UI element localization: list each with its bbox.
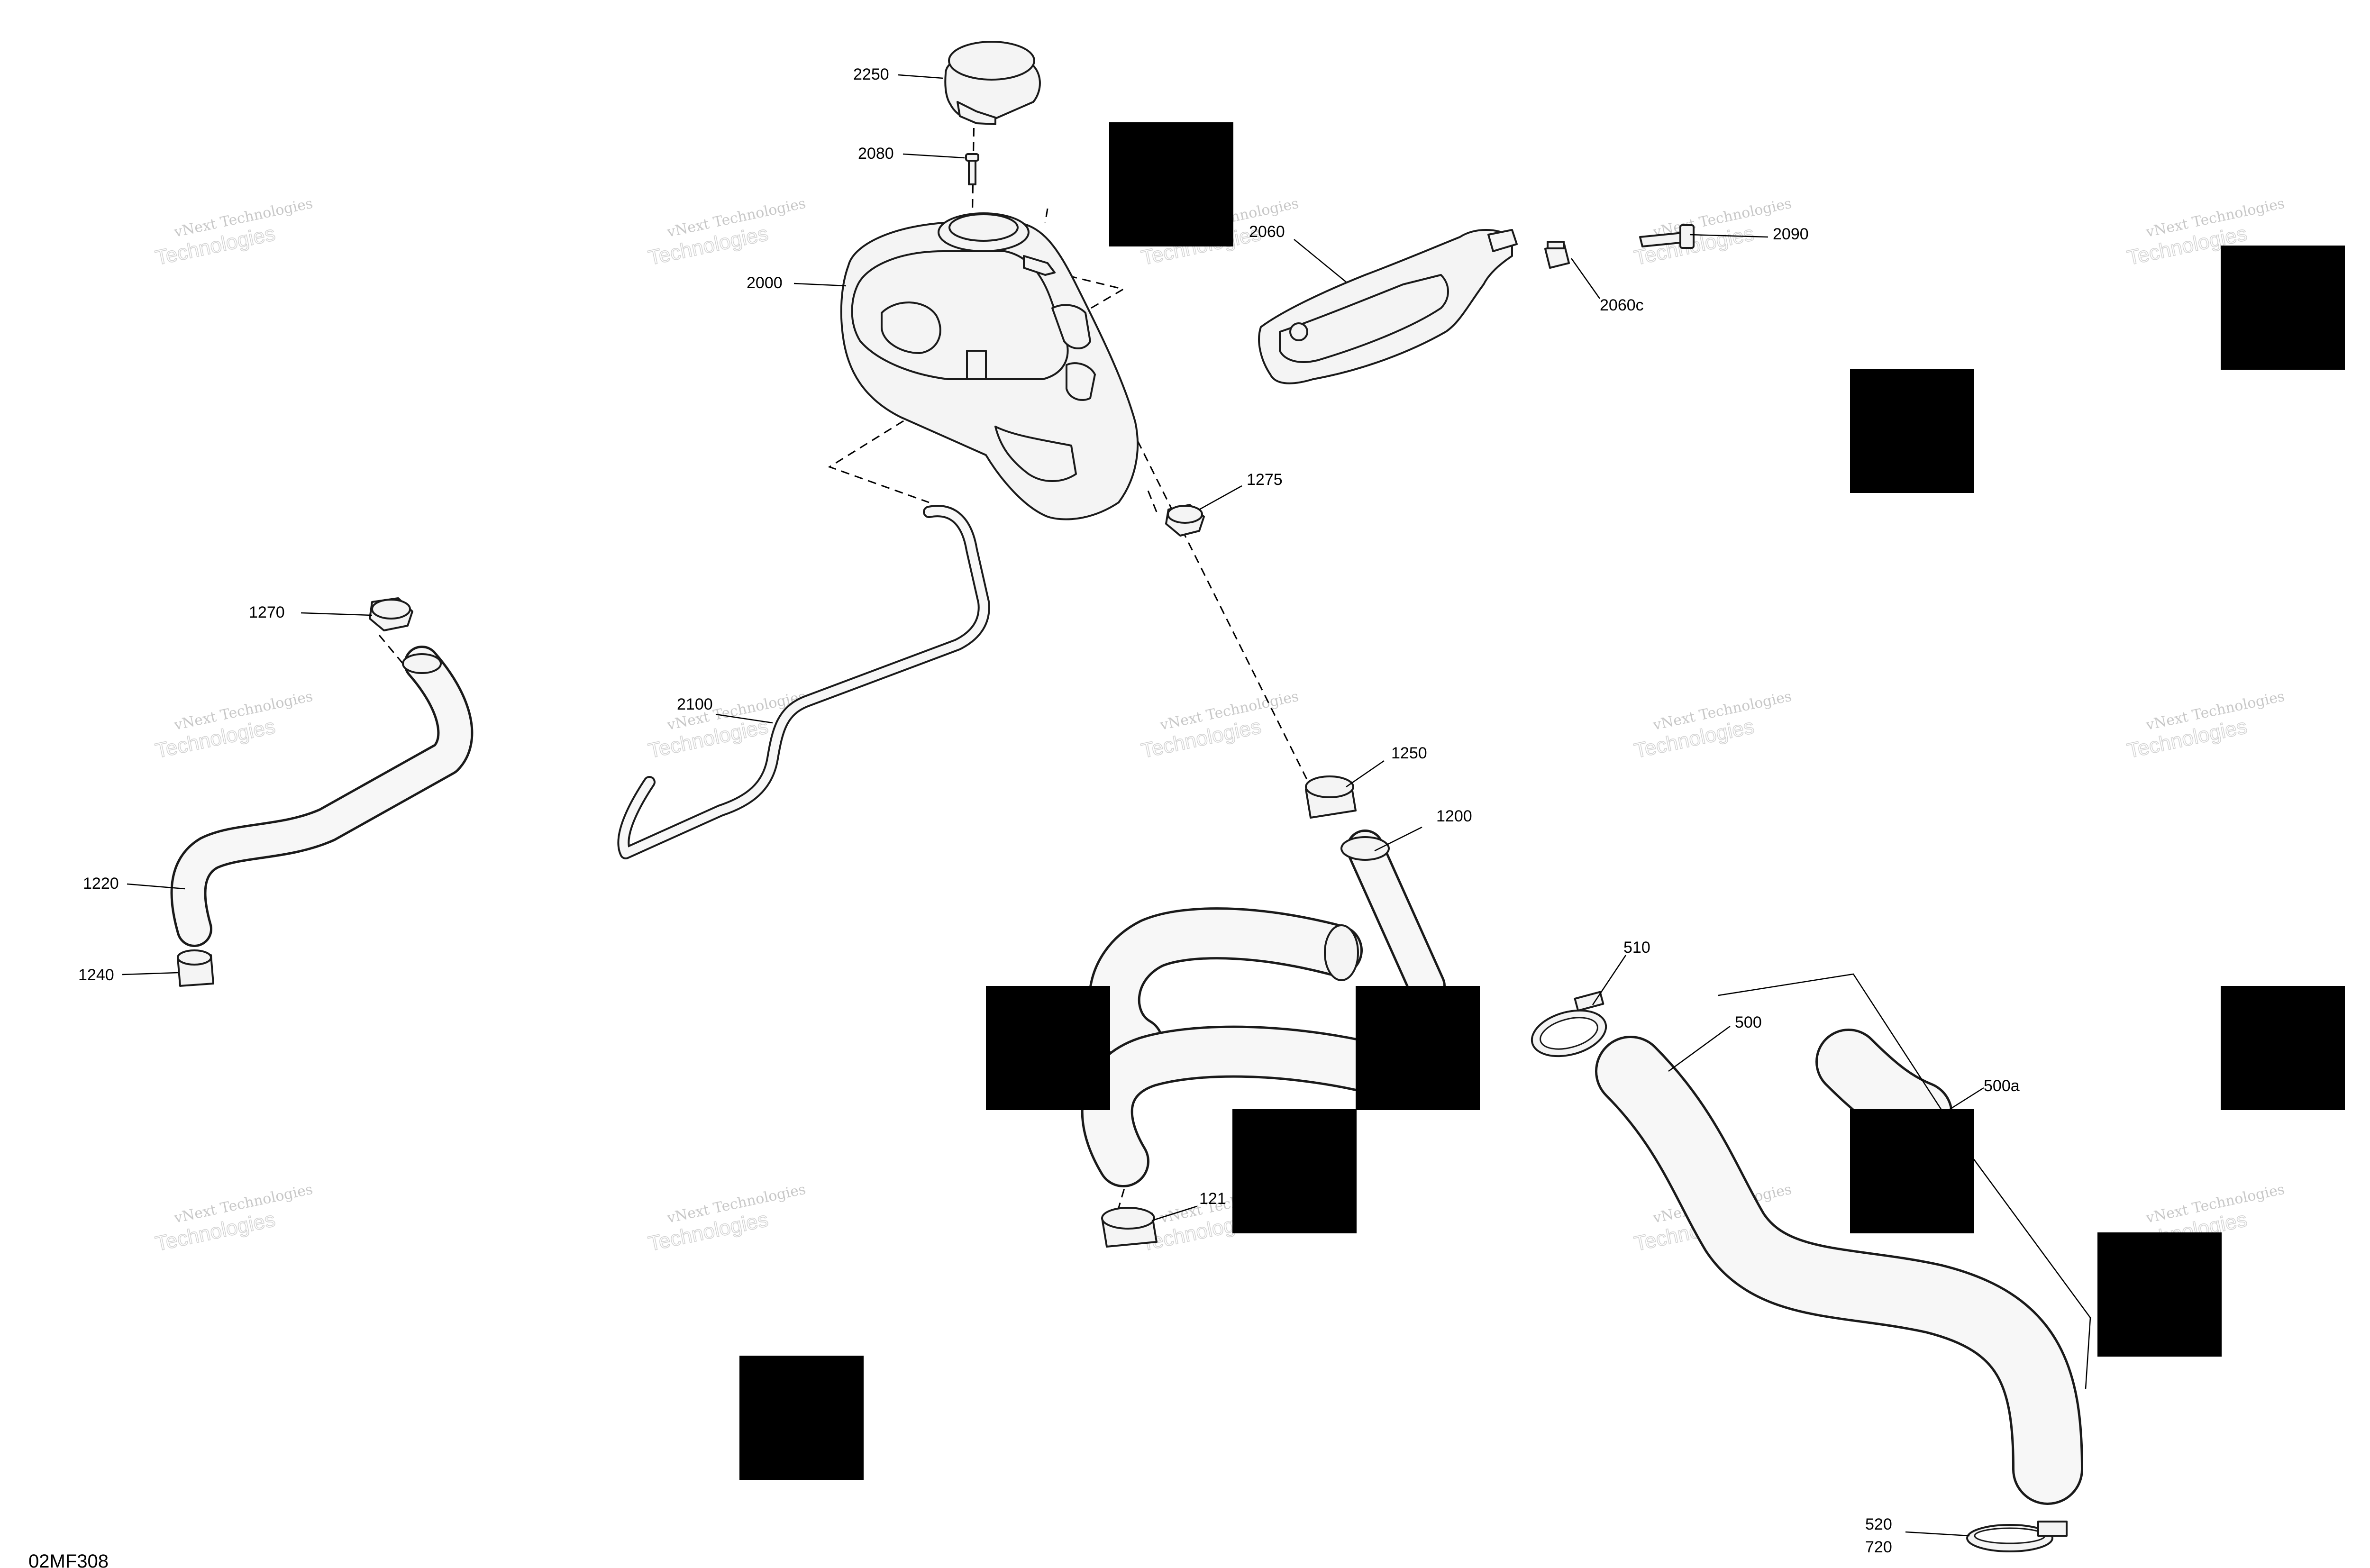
callout-2080: 2080 <box>858 145 894 163</box>
cap-2250[interactable] <box>944 41 1041 125</box>
callout-1275: 1275 <box>1247 471 1283 489</box>
callout-1220: 1220 <box>83 875 119 893</box>
callout-2250: 2250 <box>853 65 889 83</box>
clamp-1210[interactable] <box>1101 1207 1158 1248</box>
leader-line <box>793 283 847 287</box>
screw-2090[interactable] <box>1639 224 1695 249</box>
callout-1210: 121 <box>1199 1190 1226 1208</box>
leader-line <box>1905 1531 1970 1537</box>
leader-line <box>301 612 373 616</box>
clamp-1250[interactable] <box>1305 775 1357 819</box>
redaction-block <box>1850 1109 1974 1233</box>
redaction-block <box>2221 246 2345 370</box>
redaction-block <box>2097 1232 2222 1357</box>
leader-line <box>715 713 773 724</box>
leader-line <box>1592 955 1627 1005</box>
fastener-2060c[interactable] <box>1544 241 1570 269</box>
callout-510: 510 <box>1623 939 1650 957</box>
callout-2100: 2100 <box>677 695 713 713</box>
callout-2060c: 2060c <box>1600 296 1644 314</box>
leader-line <box>1346 760 1385 788</box>
leader-line <box>1689 234 1768 238</box>
callout-520: 520 <box>1865 1515 1892 1533</box>
hose-1210[interactable] <box>1081 907 1391 1187</box>
assembly-line <box>1044 208 1048 223</box>
callout-2090: 2090 <box>1773 225 1809 243</box>
leader-line <box>1374 826 1422 852</box>
clamp-520[interactable] <box>1966 1521 2068 1552</box>
hose-500[interactable] <box>1595 1036 2083 1505</box>
leader-line <box>127 883 185 890</box>
clamp-1275[interactable] <box>1165 504 1205 537</box>
leader-line <box>902 153 965 159</box>
callout-720: 720 <box>1865 1538 1892 1556</box>
hose-500a[interactable] <box>1815 1029 1953 1147</box>
redaction-block <box>1356 986 1480 1110</box>
callout-2060: 2060 <box>1249 223 1285 241</box>
leader-line <box>1668 1025 1731 1072</box>
clamp-1270[interactable] <box>369 597 413 631</box>
assembly-line <box>1137 440 1323 811</box>
callout-500a: 500a <box>1984 1077 2020 1095</box>
leader-line <box>1294 239 1347 283</box>
clamp-1240[interactable] <box>177 949 214 987</box>
redaction-block <box>1232 1109 1357 1233</box>
hose-1200[interactable] <box>1340 830 1446 1005</box>
screw-2080[interactable] <box>965 153 979 185</box>
callout-1270: 1270 <box>249 603 285 621</box>
redaction-block <box>1850 369 1974 493</box>
leader-line <box>1199 485 1242 511</box>
redaction-block <box>2221 986 2345 1110</box>
leader-line <box>898 74 944 79</box>
callout-500: 500 <box>1735 1013 1762 1031</box>
callout-1200: 1200 <box>1436 807 1472 825</box>
clamp-510[interactable] <box>1527 991 1611 1064</box>
callout-1240: 1240 <box>78 966 114 984</box>
redaction-layer <box>739 122 2345 1480</box>
leader-line <box>1151 1205 1197 1222</box>
bracket-2060[interactable] <box>1258 229 1518 384</box>
callout-2000: 2000 <box>747 274 783 292</box>
leader-lines <box>122 74 1984 1537</box>
leader-line <box>1570 258 1601 299</box>
diagram-id: 02MF308 <box>28 1551 109 1568</box>
leader-line <box>122 972 178 975</box>
coolant-tank-2000[interactable] <box>840 212 1139 520</box>
hose-1220[interactable] <box>170 646 474 947</box>
redaction-block <box>986 986 1110 1110</box>
redaction-block <box>1109 122 1233 246</box>
assembly-line <box>1146 488 1158 512</box>
callout-labels: 2250 2080 2000 2060 2090 2060c 1275 1270… <box>78 65 2020 1556</box>
redaction-block <box>739 1356 864 1480</box>
vent-hose-2100[interactable] <box>617 505 990 859</box>
callout-1250: 1250 <box>1391 744 1427 762</box>
